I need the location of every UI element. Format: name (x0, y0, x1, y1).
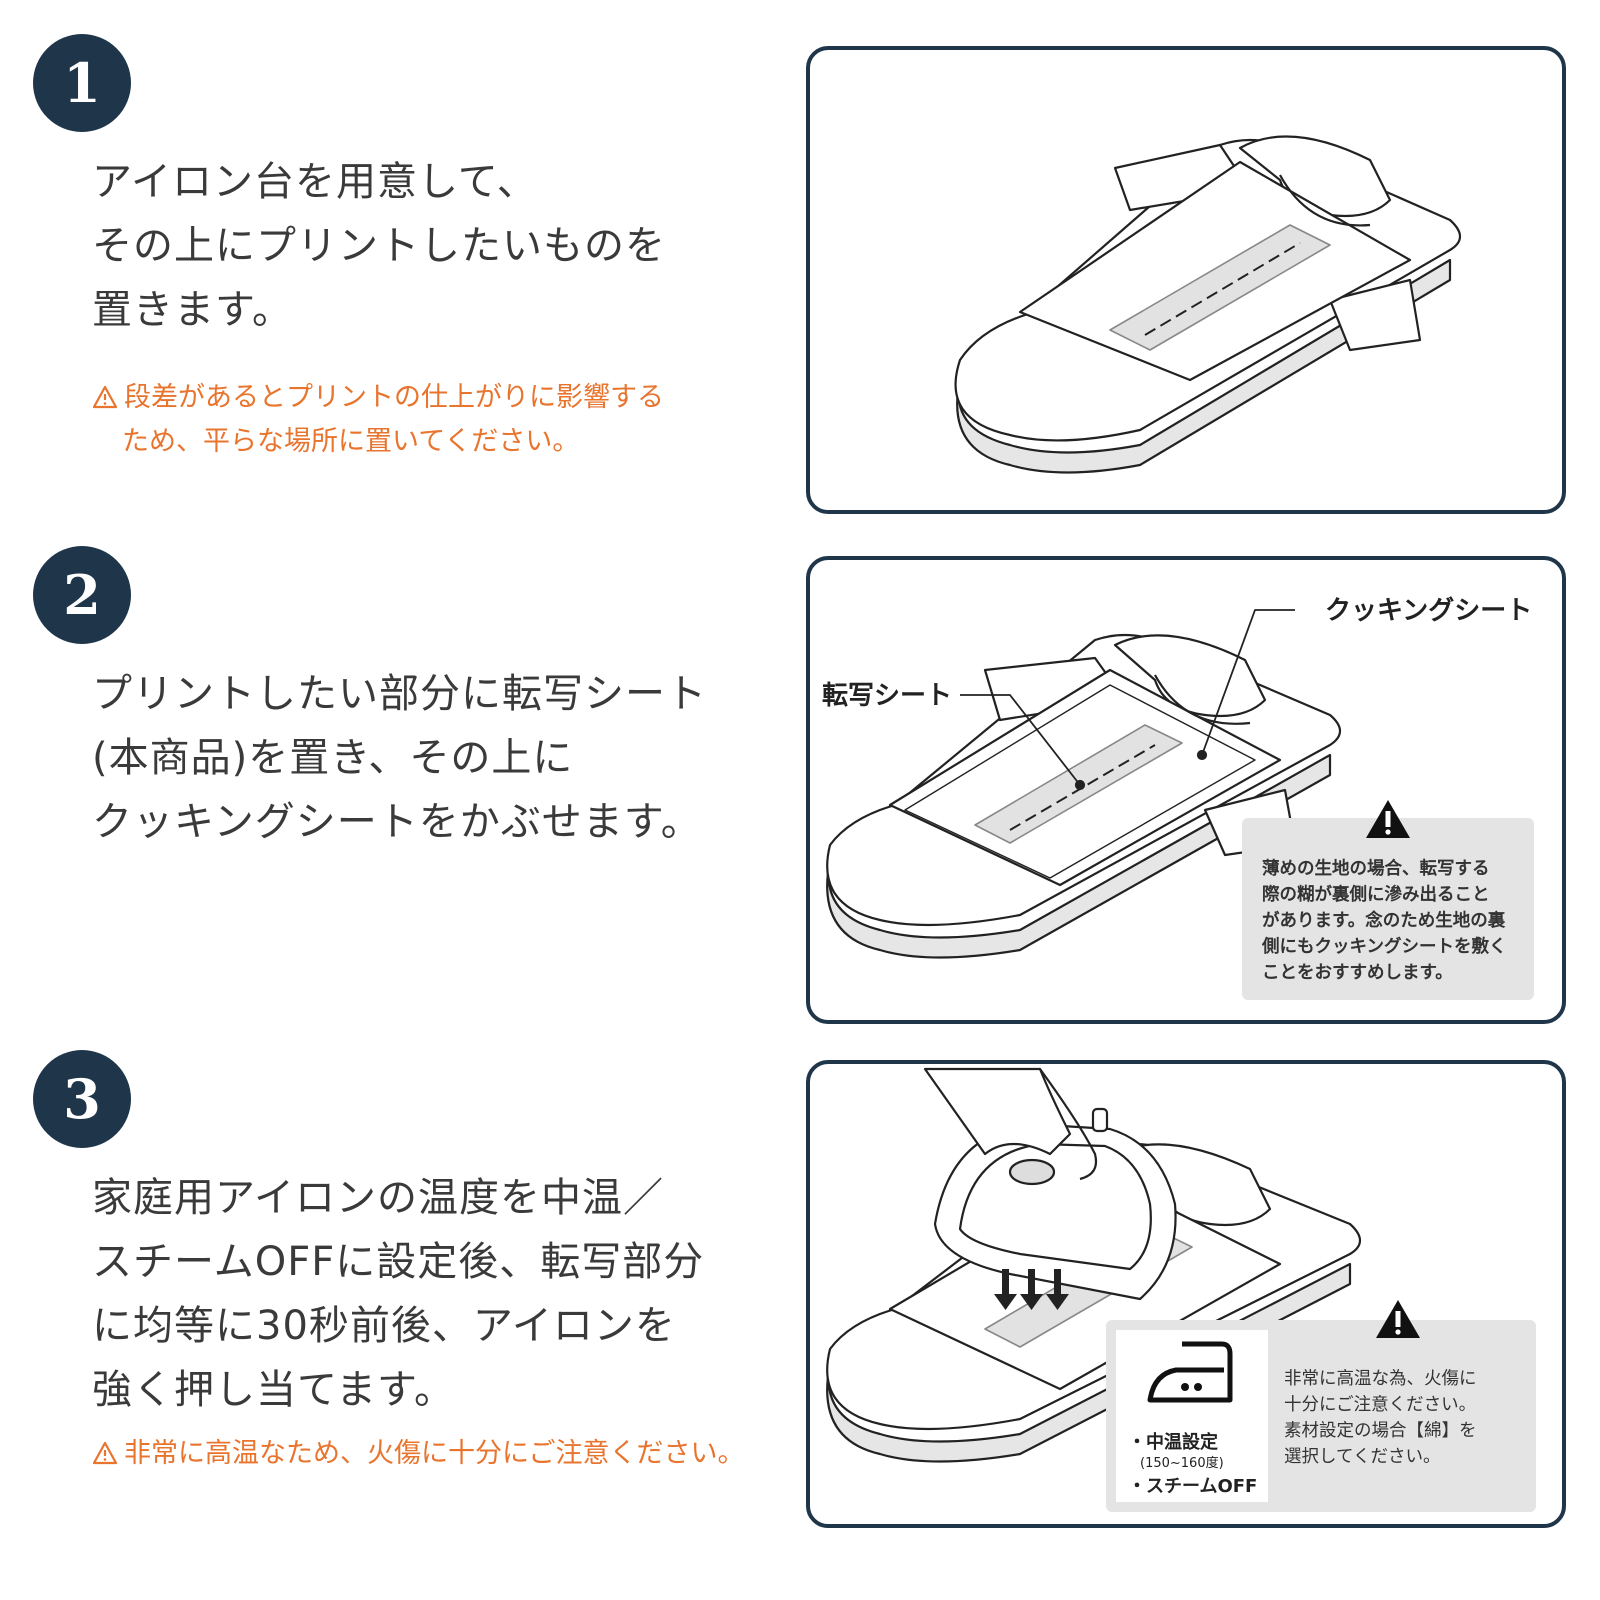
warning-icon (92, 385, 118, 409)
notice-2-line-4: 側にもクッキングシートを敷く (1262, 937, 1507, 957)
warning-icon (92, 1441, 118, 1465)
notice-2-line-1: 薄めの生地の場合、転写する (1262, 859, 1490, 879)
step-1-warning-line-1: 段差があるとプリントの仕上がりに影響する (92, 376, 664, 420)
step-1-number: 1 (63, 51, 101, 115)
notice-2-line-2: 際の糊が裏側に滲み出ること (1262, 885, 1490, 905)
step-3-line-3: に均等に30秒前後、アイロンを (92, 1303, 676, 1349)
iron-symbol-icon (1147, 1341, 1233, 1403)
step-3-number: 3 (63, 1067, 101, 1131)
step-1-line-2: その上にプリントしたいものを (92, 223, 666, 269)
notice-3-line-2: 十分にご注意ください。 (1284, 1395, 1477, 1415)
notice-2-line-5: ことをおすすめします。 (1262, 963, 1453, 983)
step-2-line-1: プリントしたい部分に転写シート (92, 671, 707, 717)
ironing-board-illustration (954, 135, 1462, 474)
step-2-instructions: プリントしたい部分に転写シート (本商品)を置き、その上に クッキングシートをか… (92, 662, 707, 854)
step-2-badge: 2 (33, 546, 131, 644)
ironing-board-with-sheets-illustration (826, 609, 1342, 959)
caution-icon (1366, 800, 1410, 838)
iron-temp-label: ・中温設定 (1128, 1432, 1218, 1453)
iron-setting-box: ・中温設定 (150~160度) ・スチームOFF (1116, 1330, 1268, 1502)
step-2-illustration-panel: 転写シート クッキングシート 薄めの生地の場合、転写する 際の糊が裏側に滲み出る… (806, 556, 1566, 1024)
step-3-instructions: 家庭用アイロンの温度を中温／ スチームOFFに設定後、転写部分 に均等に30秒前… (92, 1166, 704, 1422)
notice-3-line-1: 非常に高温な為、火傷に (1284, 1369, 1477, 1389)
step-3-line-2: スチームOFFに設定後、転写部分 (92, 1239, 705, 1285)
step-3-badge: 3 (33, 1050, 131, 1148)
thin-fabric-notice: 薄めの生地の場合、転写する 際の糊が裏側に滲み出ること があります。念のため生地… (1242, 800, 1534, 1000)
iron-notice-text: 非常に高温な為、火傷に 十分にご注意ください。 素材設定の場合【綿】を 選択して… (1284, 1366, 1477, 1470)
step-1-badge: 1 (33, 34, 131, 132)
step-2-line-3: クッキングシートをかぶせます。 (92, 799, 702, 845)
step-3-warning-line-1: 非常に高温なため、火傷に十分にご注意ください。 (92, 1432, 744, 1476)
step-2-number: 2 (63, 563, 101, 627)
step-1-line-1: アイロン台を用意して、 (92, 159, 538, 205)
step-1-illustration-panel (806, 46, 1566, 514)
step-3-warning: 非常に高温なため、火傷に十分にご注意ください。 (92, 1432, 744, 1476)
notice-3-line-4: 選択してください。 (1284, 1447, 1441, 1467)
ironing-illustration (826, 1067, 1362, 1463)
iron-setting-notice: ・中温設定 (150~160度) ・スチームOFF 非常に高温な為、火傷に 十分… (1106, 1300, 1536, 1512)
step-3-line-1: 家庭用アイロンの温度を中温／ (92, 1175, 664, 1221)
iron-temp-range: (150~160度) (1140, 1456, 1224, 1471)
transfer-sheet-label: 転写シート (822, 681, 953, 711)
step-3-warning-text: 非常に高温なため、火傷に十分にご注意ください。 (124, 1438, 745, 1469)
step-1-warning: 段差があるとプリントの仕上がりに影響する ため、平らな場所に置いてください。 (92, 376, 664, 464)
step-1-line-3: 置きます。 (92, 287, 293, 333)
caution-icon (1376, 1300, 1420, 1338)
step-1-instructions: アイロン台を用意して、 その上にプリントしたいものを 置きます。 (92, 150, 666, 342)
step-1-warning-line-2: ため、平らな場所に置いてください。 (122, 426, 580, 457)
step-2-line-2: (本商品)を置き、その上に (92, 735, 574, 781)
cooking-sheet-label: クッキングシート (1325, 596, 1533, 626)
step-3-illustration-panel: ・中温設定 (150~160度) ・スチームOFF 非常に高温な為、火傷に 十分… (806, 1060, 1566, 1528)
step-3-line-4: 強く押し当てます。 (92, 1367, 455, 1413)
notice-3-line-3: 素材設定の場合【綿】を (1284, 1421, 1477, 1441)
notice-2-line-3: があります。念のため生地の裏 (1262, 911, 1506, 931)
step-1-warning-text-1: 段差があるとプリントの仕上がりに影響する (124, 382, 664, 413)
thin-fabric-notice-text: 薄めの生地の場合、転写する 際の糊が裏側に滲み出ること があります。念のため生地… (1262, 856, 1506, 986)
iron-steam-label: ・スチームOFF (1128, 1476, 1258, 1497)
